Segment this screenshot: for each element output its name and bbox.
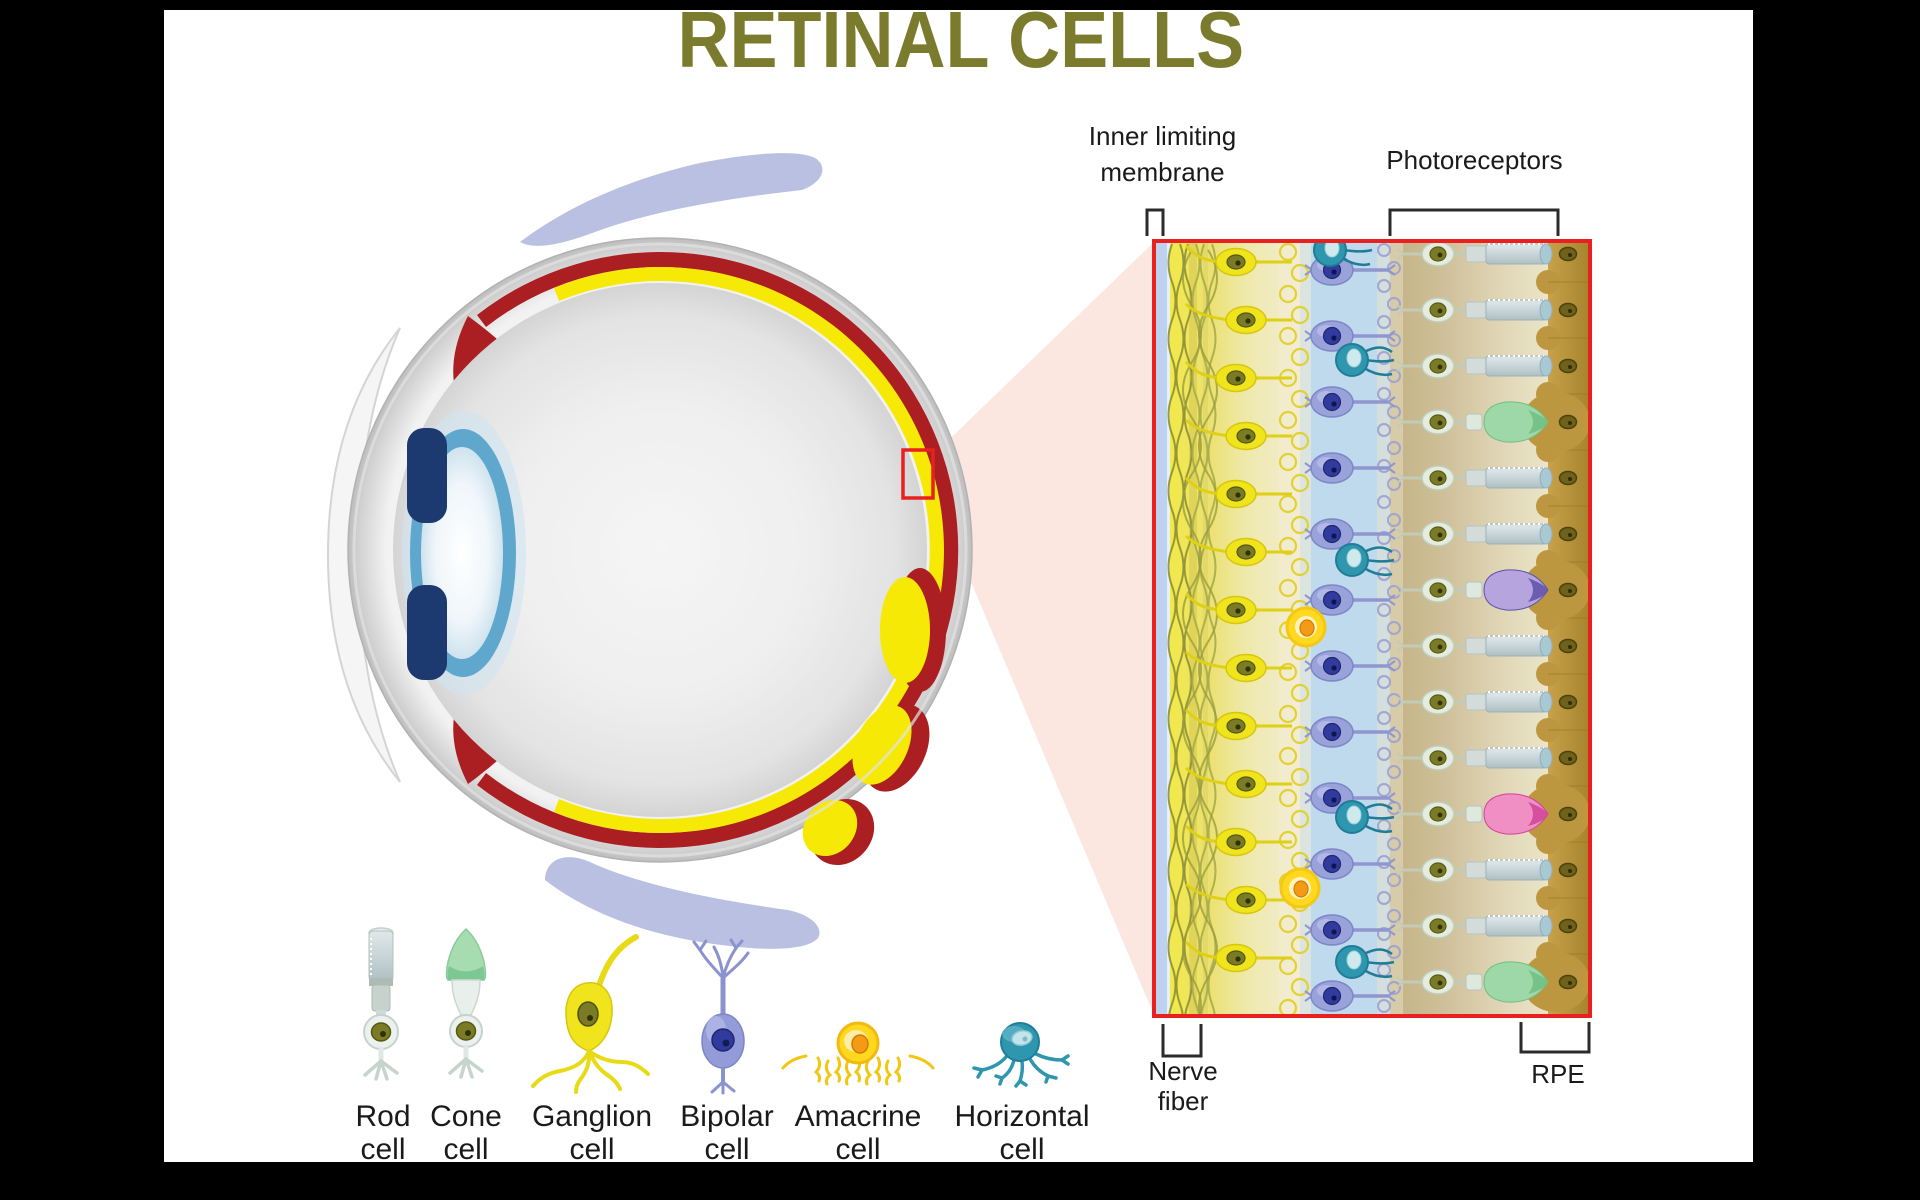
letterbox-bottom: [0, 1162, 1920, 1200]
page-title: RETINAL CELLS: [677, 0, 1245, 84]
letterbox-left: [0, 0, 164, 1200]
rpe-label: RPE: [1531, 1059, 1585, 1089]
inner-limiting-membrane-label: Inner limiting membrane: [1088, 121, 1237, 187]
letterbox-right: [1753, 0, 1920, 1200]
poster-background: [164, 10, 1753, 1162]
nerve-fiber-label: Nerve fiber: [1148, 1056, 1218, 1116]
photoreceptors-label: Photoreceptors: [1386, 145, 1563, 175]
letterbox-top: [0, 0, 1920, 10]
